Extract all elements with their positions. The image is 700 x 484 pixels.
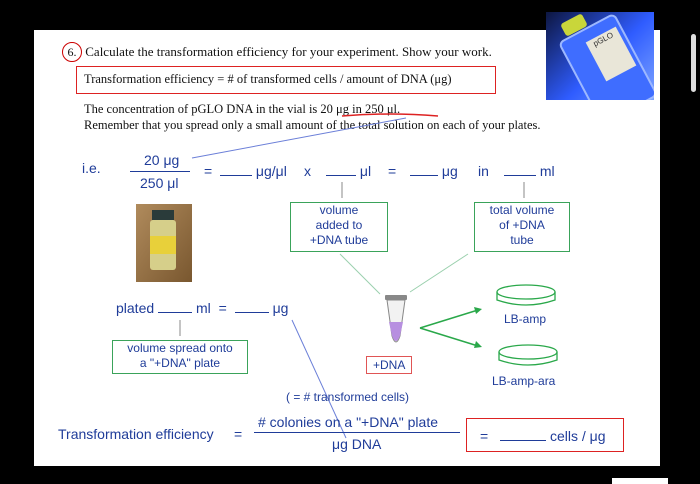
efficiency-fraction-bar — [254, 432, 460, 433]
box-total-volume: total volume of +DNA tube — [474, 202, 570, 252]
lb-amp-ara-label: LB-amp-ara — [492, 374, 556, 388]
efficiency-numerator: # colonies on a "+DNA" plate — [258, 414, 438, 430]
result-box — [466, 418, 624, 452]
box-volume-added: volume added to +DNA tube — [290, 202, 388, 252]
unit-ug: μg — [441, 163, 458, 179]
vial-photo — [136, 204, 192, 282]
times-sign: x — [304, 163, 311, 179]
fraction-denominator: 250 μl — [140, 175, 179, 191]
blank-total-row: ml — [504, 163, 555, 179]
unit-ml: ml — [539, 163, 555, 179]
fraction-bar — [130, 171, 190, 172]
plated-label: plated — [116, 300, 155, 316]
equals-2: = — [388, 163, 397, 179]
efficiency-label: Transformation efficiency — [58, 426, 214, 442]
in-label: in — [478, 163, 489, 179]
blank-mass[interactable] — [410, 175, 438, 176]
diagram-lines — [136, 117, 558, 439]
efficiency-equals: = — [234, 426, 243, 442]
petri-dish-icon-lb-amp-ara — [498, 344, 558, 366]
plated-equals: = — [218, 300, 227, 316]
question-number: 6. — [62, 42, 82, 62]
connector-right — [409, 253, 469, 293]
arrow-to-lb-amp — [419, 309, 479, 329]
worksheet-slide: 6. Calculate the transformation efficien… — [34, 30, 660, 466]
blank-concentration[interactable] — [220, 175, 252, 176]
plated-ug-unit: μg — [272, 300, 289, 316]
result-unit: cells / μg — [549, 428, 606, 444]
result-row: = cells / μg — [480, 428, 606, 444]
formula-text: Transformation efficiency = # of transfo… — [84, 72, 452, 86]
microtube-icon — [385, 295, 407, 343]
equals-1: = — [204, 163, 213, 179]
petri-dish-icon-lb-amp — [496, 284, 556, 306]
fraction-numerator: 20 μg — [144, 152, 180, 168]
plated-ml-unit: ml — [195, 300, 211, 316]
connector-left — [339, 253, 381, 295]
blank-volume[interactable] — [326, 175, 356, 176]
blank-plated-ug[interactable] — [234, 312, 269, 313]
unit-ul: μl — [359, 163, 372, 179]
blank-volume-row: μl — [326, 163, 371, 179]
scrollbar[interactable] — [691, 34, 696, 92]
efficiency-denominator: μg DNA — [332, 436, 382, 452]
question-header: 6. Calculate the transformation efficien… — [62, 42, 492, 62]
ie-label: i.e. — [82, 160, 101, 176]
result-equals: = — [480, 428, 489, 444]
pointer-line-mid — [291, 319, 347, 439]
box-volume-spread: volume spread onto a "+DNA" plate — [112, 340, 248, 374]
blank-conc-row: μg/μl — [220, 163, 287, 179]
transformed-note: ( = # transformed cells) — [286, 390, 410, 404]
lb-amp-label: LB-amp — [504, 312, 547, 326]
plated-row: plated ml = μg — [116, 300, 288, 316]
question-prompt: Calculate the transformation efficiency … — [85, 44, 492, 59]
reminder-line: Remember that you spread only a small am… — [84, 118, 541, 132]
unit-ugul: μg/μl — [255, 163, 287, 179]
dna-tube-label: +DNA — [366, 356, 413, 374]
bottom-tab — [612, 478, 668, 484]
red-underline — [341, 113, 439, 117]
blank-total[interactable] — [504, 175, 536, 176]
pointer-line-top — [191, 117, 407, 159]
glowing-vial-photo: pGLO — [546, 12, 654, 100]
blank-plated-ml[interactable] — [158, 312, 193, 313]
blank-mass-row: μg — [410, 163, 458, 179]
blank-result[interactable] — [500, 440, 547, 441]
arrow-to-lb-amp-ara — [419, 327, 479, 347]
concentration-line: The concentration of pGLO DNA in the via… — [84, 102, 401, 116]
formula-box — [76, 66, 496, 94]
